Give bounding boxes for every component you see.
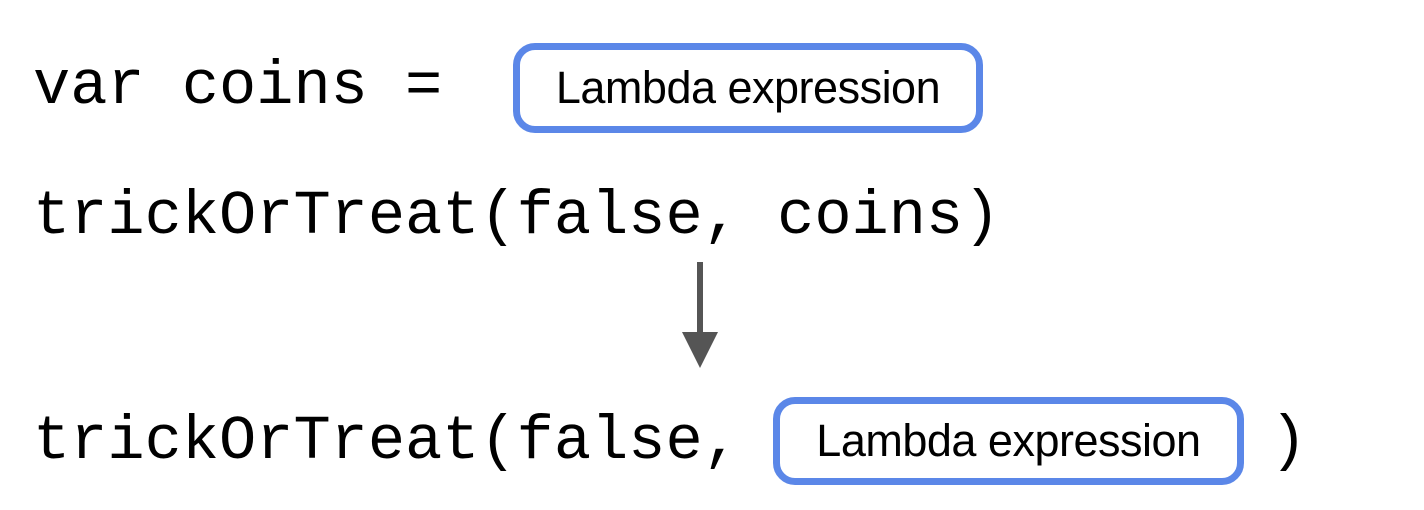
code-fragment-call-prefix: trickOrTreat(false, (33, 406, 740, 477)
code-line-call-with-inline-lambda: trickOrTreat(false, Lambda expression ) (33, 396, 1307, 486)
lambda-expression-chip-inline[interactable]: Lambda expression (772, 397, 1244, 485)
transform-arrow-icon (682, 262, 718, 368)
arrow-head (682, 332, 718, 368)
code-fragment-call-suffix: ) (1269, 406, 1308, 477)
code-line-declaration: var coins = (33, 51, 480, 122)
lambda-expression-chip-declaration[interactable]: Lambda expression (513, 43, 983, 133)
code-line-call-with-variable: trickOrTreat(false, coins) (33, 181, 1001, 252)
lambda-expression-chip-label-inline: Lambda expression (816, 415, 1201, 466)
lambda-expression-chip-label: Lambda expression (555, 62, 941, 113)
